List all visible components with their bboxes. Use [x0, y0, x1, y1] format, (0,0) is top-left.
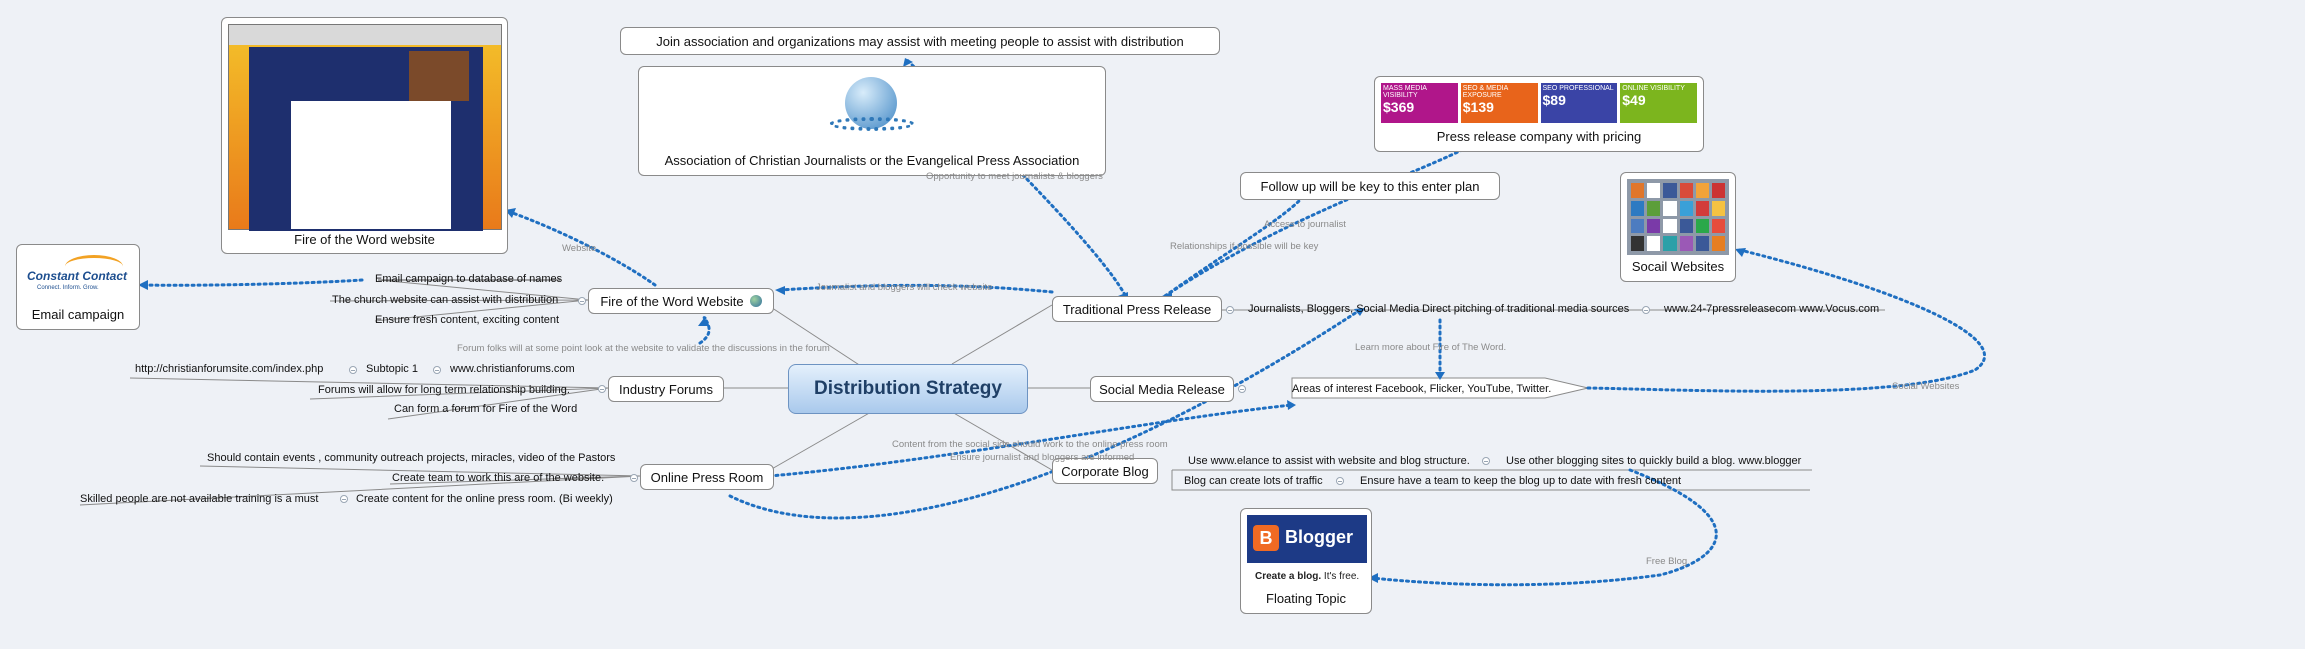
relationship-check[interactable]: Journalist and bloggers will check websi… — [816, 282, 993, 293]
subtopic-1[interactable]: Subtopic 1 — [366, 363, 418, 375]
pricing-tile: SEO PROFESSIONAL $89 — [1540, 83, 1618, 123]
branch-online-press-room[interactable]: Online Press Room — [640, 464, 774, 490]
tile-title: SEO & MEDIA EXPOSURE — [1462, 85, 1508, 99]
relationship-website[interactable]: Website — [562, 243, 597, 254]
logo-swoosh — [65, 255, 123, 278]
blogger-cta-free: It's free. — [1323, 571, 1360, 582]
subtopic-journalists-bloggers[interactable]: Journalists, Bloggers, Social Media — [1248, 303, 1420, 315]
subtopic-relationship-building[interactable]: Forums will allow for long term relation… — [318, 384, 570, 396]
blogger-banner: B Blogger — [1247, 515, 1367, 563]
subtopic-elance[interactable]: Use www.elance to assist with website an… — [1188, 455, 1470, 467]
floating-email-campaign[interactable]: Constant Contact Connect. Inform. Grow. … — [16, 244, 140, 330]
collapse-toggle[interactable] — [1238, 385, 1246, 393]
relationship-learn[interactable]: Learn more about Fire of The Word. — [1355, 342, 1507, 353]
relationship-social-websites[interactable]: Social Websites — [1892, 381, 1960, 392]
relationship-content-social[interactable]: Content from the social side should work… — [892, 439, 1168, 450]
relationship-opportunity[interactable]: Opportunity to meet journalists & blogge… — [926, 171, 1103, 182]
fire-website-screenshot — [228, 24, 502, 231]
subtopic-email-campaign[interactable]: Email campaign to database of names — [375, 273, 563, 285]
fire-website-caption: Fire of the Word website — [294, 232, 435, 247]
subtopic-blog-team[interactable]: Ensure have a team to keep the blog up t… — [1360, 475, 1682, 487]
email-campaign-caption: Email campaign — [31, 307, 125, 322]
pricing-tile: MASS MEDIA VISIBILITY $369 — [1381, 83, 1458, 123]
subtopic-church-website[interactable]: The church website can assist with distr… — [332, 294, 559, 306]
subtopic-form-forum[interactable]: Can form a forum for Fire of the Word — [394, 403, 578, 415]
central-topic[interactable]: Distribution Strategy — [788, 364, 1028, 414]
branch-social-media[interactable]: Social Media Release — [1090, 376, 1234, 402]
social-icons-grid — [1627, 179, 1729, 255]
logo-text: Constant Contact — [27, 269, 127, 283]
floating-join-association[interactable]: Join association and organizations may a… — [620, 27, 1220, 55]
branch-fire-label: Fire of the Word Website — [600, 293, 744, 309]
subtopic-skilled-people[interactable]: Skilled people are not available trainin… — [80, 493, 319, 505]
relationship-free-blog[interactable]: Free Blog — [1646, 556, 1688, 567]
association-caption: Association of Christian Journalists or … — [664, 153, 1080, 168]
social-websites-caption: Socail Websites — [1631, 259, 1725, 274]
subtopic-fresh-content[interactable]: Ensure fresh content, exciting content — [375, 314, 560, 326]
collapse-toggle[interactable] — [1642, 306, 1650, 314]
tile-title: MASS MEDIA VISIBILITY — [1383, 85, 1427, 99]
subtopic-blog-traffic[interactable]: Blog can create lots of traffic — [1184, 475, 1323, 487]
collapse-toggle[interactable] — [598, 385, 606, 393]
floating-social-websites[interactable]: Socail Websites — [1620, 172, 1736, 282]
collapse-toggle[interactable] — [1336, 477, 1344, 485]
subtopic-other-blogging[interactable]: Use other blogging sites to quickly buil… — [1506, 455, 1802, 467]
subtopic-direct-pitching[interactable]: Direct pitching of traditional media sou… — [1422, 303, 1630, 315]
branch-industry-forums[interactable]: Industry Forums — [608, 376, 724, 402]
tile-price: $49 — [1622, 92, 1646, 108]
blogger-cta: Create a blog. It's free. — [1255, 571, 1359, 582]
subtopic-forum-url[interactable]: http://christianforumsite.com/index.php — [135, 363, 324, 375]
collapse-toggle[interactable] — [340, 495, 348, 503]
collapse-toggle[interactable] — [578, 297, 586, 305]
collapse-toggle[interactable] — [433, 366, 441, 374]
floating-association-card[interactable]: Association of Christian Journalists or … — [638, 66, 1106, 176]
floating-follow-up[interactable]: Follow up will be key to this enter plan — [1240, 172, 1500, 200]
constant-contact-logo: Constant Contact Connect. Inform. Grow. — [25, 253, 133, 299]
globe-icon — [749, 295, 762, 307]
relationship-forum-folks[interactable]: Forum folks will at some point look at t… — [457, 343, 830, 354]
branch-corporate-blog[interactable]: Corporate Blog — [1052, 458, 1158, 484]
pricing-tile: SEO & MEDIA EXPOSURE $139 — [1460, 83, 1538, 123]
tile-price: $89 — [1542, 92, 1566, 108]
logo-tagline: Connect. Inform. Grow. — [37, 285, 99, 291]
globe-people-icon — [827, 73, 917, 143]
collapse-toggle[interactable] — [630, 474, 638, 482]
press-company-caption: Press release company with pricing — [1436, 129, 1642, 144]
subtopic-create-content[interactable]: Create content for the online press room… — [356, 493, 613, 505]
subtopic-areas-of-interest[interactable]: Areas of interest Facebook, Flicker, You… — [1292, 383, 1552, 395]
floating-topic-caption: Floating Topic — [1266, 591, 1346, 606]
collapse-toggle[interactable] — [349, 366, 357, 374]
floating-topic-blogger[interactable]: B Blogger Create a blog. It's free. Floa… — [1240, 508, 1372, 614]
subtopic-christianforums[interactable]: www.christianforums.com — [450, 363, 575, 375]
relationship-key[interactable]: Relationships if possible will be key — [1170, 241, 1319, 252]
branch-traditional-press[interactable]: Traditional Press Release — [1052, 296, 1222, 322]
floating-press-release-pricing[interactable]: MASS MEDIA VISIBILITY $369 SEO & MEDIA E… — [1374, 76, 1704, 152]
branch-fire-website[interactable]: Fire of the Word Website — [588, 288, 774, 314]
tile-price: $139 — [1462, 99, 1494, 115]
blogger-cta-strong: Create a blog. — [1255, 571, 1322, 582]
pricing-tile: ONLINE VISIBILITY $49 — [1620, 83, 1697, 123]
collapse-toggle[interactable] — [1226, 306, 1234, 314]
tile-price: $369 — [1383, 99, 1415, 115]
tile-title: SEO PROFESSIONAL — [1542, 85, 1614, 92]
collapse-toggle[interactable] — [1482, 457, 1490, 465]
relationship-ensure-informed[interactable]: Ensure journalist and bloggers are infor… — [950, 452, 1135, 463]
subtopic-create-team[interactable]: Create team to work this are of the webs… — [392, 472, 605, 484]
subtopic-press-sites[interactable]: www.24-7pressreleasecom www.Vocus.com — [1664, 303, 1880, 315]
blogger-wordmark: Blogger — [1285, 527, 1354, 547]
blogger-icon: B — [1253, 525, 1279, 551]
subtopic-events[interactable]: Should contain events , community outrea… — [207, 452, 616, 464]
relationship-access[interactable]: Access to journalist — [1264, 219, 1346, 230]
tile-title: ONLINE VISIBILITY — [1622, 85, 1685, 92]
floating-fire-website-card[interactable]: Fire of the Word website — [221, 17, 508, 254]
pricing-tiles: MASS MEDIA VISIBILITY $369 SEO & MEDIA E… — [1381, 83, 1697, 123]
